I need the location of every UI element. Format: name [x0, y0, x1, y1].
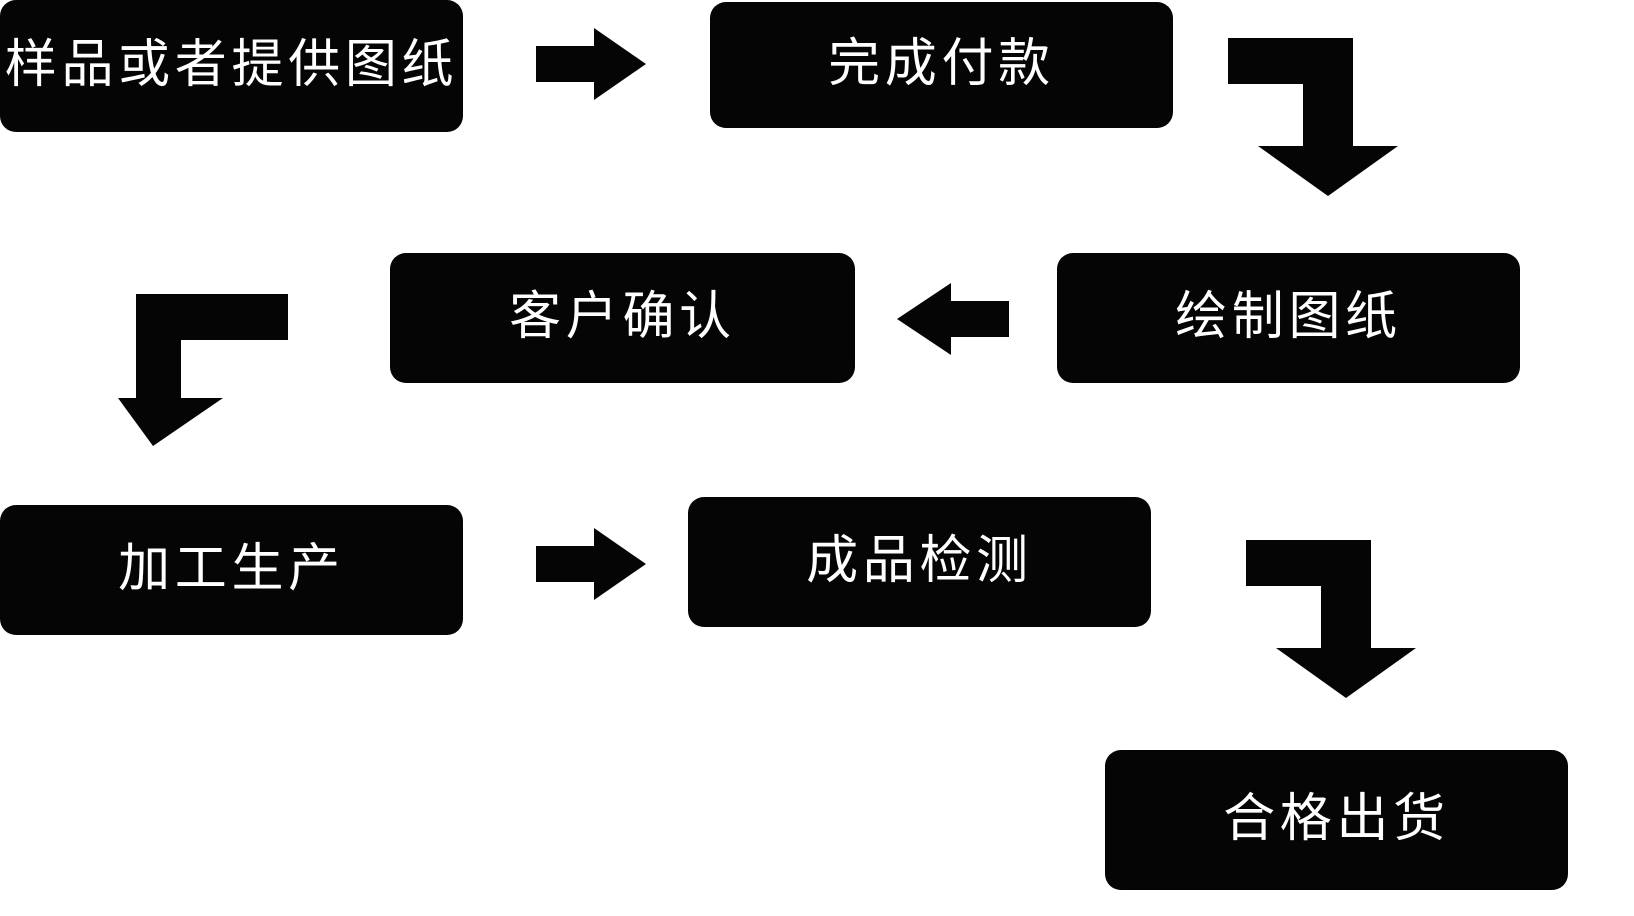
arrow-elbow-left-down-glyph [118, 294, 288, 446]
flow-node-production[interactable]: 加工生产 [0, 505, 463, 635]
flow-node-customer-confirm[interactable]: 客户确认 [390, 253, 855, 383]
flow-node-label: 加工生产 [118, 540, 345, 599]
arrow-right-icon-2 [536, 528, 646, 600]
flow-node-label: 客户确认 [509, 288, 736, 347]
arrow-elbow-right-down-icon-1 [1228, 38, 1398, 196]
arrow-elbow-left-down-icon-1 [118, 294, 288, 446]
flow-node-sample-or-drawing[interactable]: 样品或者提供图纸 [0, 0, 463, 132]
flow-node-draw-drawings[interactable]: 绘制图纸 [1057, 253, 1520, 383]
arrow-left-icon-1 [897, 283, 1009, 355]
arrow-elbow-right-down-glyph [1246, 540, 1416, 698]
flow-node-label: 合格出货 [1223, 790, 1450, 849]
flow-node-product-inspection[interactable]: 成品检测 [688, 497, 1151, 627]
arrow-right-glyph [536, 528, 646, 600]
flow-node-label: 样品或者提供图纸 [4, 36, 459, 95]
arrow-left-glyph [897, 283, 1009, 355]
flow-node-label: 成品检测 [806, 532, 1033, 591]
arrow-elbow-right-down-icon-2 [1246, 540, 1416, 698]
arrow-right-glyph [536, 28, 646, 100]
arrow-right-icon-1 [536, 28, 646, 100]
arrow-elbow-right-down-glyph [1228, 38, 1398, 196]
flow-node-label: 绘制图纸 [1175, 288, 1402, 347]
flow-node-complete-payment[interactable]: 完成付款 [710, 2, 1173, 128]
flow-node-label: 完成付款 [828, 35, 1055, 94]
flow-node-qualified-shipment[interactable]: 合格出货 [1105, 750, 1568, 890]
